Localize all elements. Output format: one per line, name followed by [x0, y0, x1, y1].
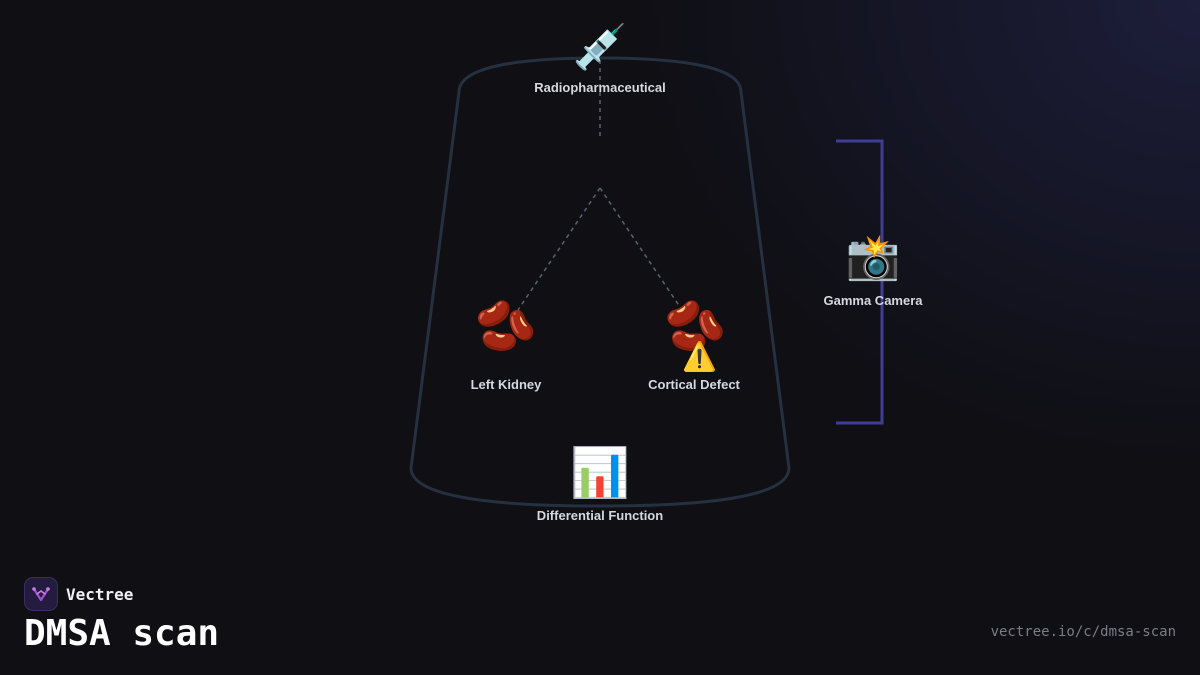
node-differential-function: 📊 Differential Function [537, 446, 663, 523]
node-cortical-defect: 🫘 ⚠️ Cortical Defect [648, 298, 740, 392]
cortical-defect-icon-group: 🫘 ⚠️ [664, 298, 727, 372]
node-radiopharmaceutical: 💉 Radiopharmaceutical [534, 22, 666, 95]
node-label-cortical-defect: Cortical Defect [648, 377, 740, 392]
node-label-left-kidney: Left Kidney [470, 377, 542, 392]
node-label-radiopharmaceutical: Radiopharmaceutical [534, 80, 666, 95]
node-left-kidney: 🫘 Left Kidney [471, 298, 542, 392]
vectree-logo-icon [24, 577, 58, 611]
body-container-outline [409, 56, 791, 508]
node-label-differential-function: Differential Function [536, 508, 664, 523]
connector-cortical-defect [599, 187, 683, 311]
camera-flash-icon: 📸 [845, 233, 901, 282]
connector-left-kidney [517, 187, 601, 311]
node-label-gamma-camera: Gamma Camera [823, 293, 923, 308]
kidney-icon: 🫘 [474, 298, 538, 354]
brand: Vectree [24, 577, 133, 611]
brand-name: Vectree [66, 584, 134, 604]
warning-icon: ⚠️ [682, 341, 717, 372]
syringe-icon: 💉 [572, 23, 628, 72]
node-gamma-camera: 📸 Gamma Camera [824, 232, 923, 308]
bar-chart-icon: 📊 [570, 447, 630, 500]
page-url: vectree.io/c/dmsa-scan [990, 624, 1176, 640]
kidney-icon: 🫘 [664, 298, 727, 354]
page-title: DMSA scan [24, 613, 220, 654]
gamma-camera-bracket [836, 139, 884, 425]
